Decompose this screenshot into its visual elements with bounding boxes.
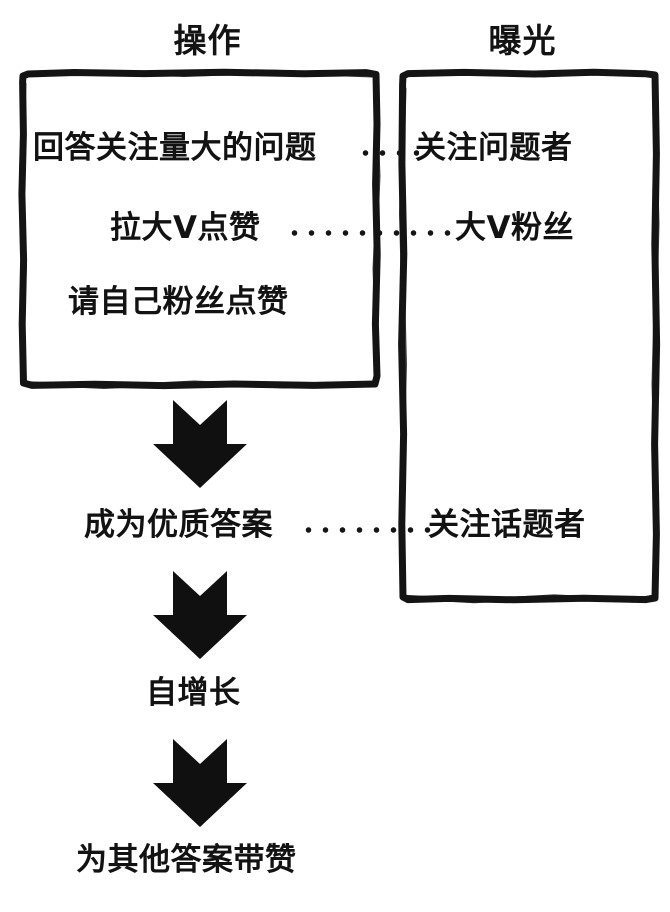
- dotted-connector-quality-answer-to-topic-followers: [300, 527, 433, 533]
- node-big-v-like: 拉大V点赞: [110, 210, 261, 246]
- node-question-followers: 关注问题者: [415, 130, 573, 166]
- column-header-exposure: 曝光: [488, 21, 557, 60]
- column-header-operation: 操作: [173, 21, 242, 60]
- down-arrow-icon-3: [152, 737, 248, 829]
- node-topic-followers: 关注话题者: [428, 507, 586, 543]
- node-own-fans-like: 请自己粉丝点赞: [68, 284, 289, 320]
- dotted-connector-answer-to-question-followers: [357, 150, 419, 156]
- node-quality-answer: 成为优质答案: [84, 507, 273, 543]
- node-answer-hot-question: 回答关注量大的问题: [33, 130, 317, 166]
- operation-box: [14, 64, 386, 396]
- node-boost-other-answers: 为其他答案带赞: [76, 842, 297, 878]
- node-big-v-fans: 大V粉丝: [455, 210, 574, 246]
- dotted-connector-big-v-like-to-big-v-fans: [286, 230, 462, 236]
- down-arrow-icon-2: [152, 569, 248, 661]
- down-arrow-icon-1: [152, 398, 248, 490]
- node-self-growth: 自增长: [146, 675, 241, 711]
